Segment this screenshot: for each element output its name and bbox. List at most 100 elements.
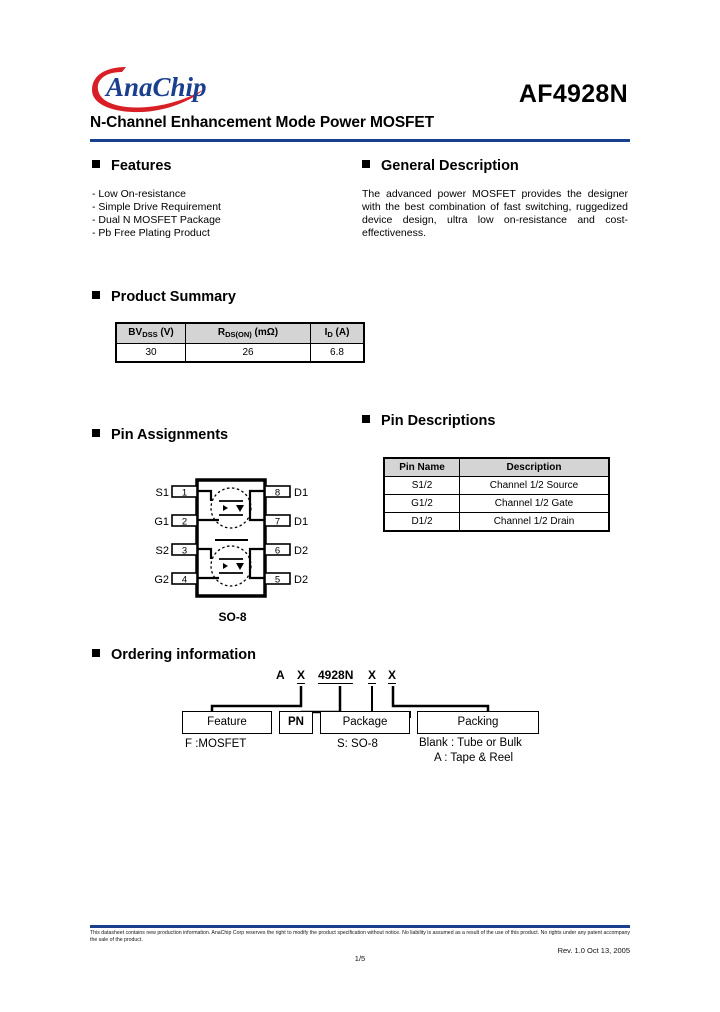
ordering-note-packing-2: A : Tape & Reel bbox=[434, 752, 514, 764]
ordering-note-feature: F :MOSFET bbox=[185, 738, 247, 750]
table-row: D1/2 Channel 1/2 Drain bbox=[383, 512, 610, 532]
page-number: 1/5 bbox=[354, 954, 366, 963]
pin-label-g1: G1 bbox=[154, 516, 169, 528]
ordering-note-package: S: SO-8 bbox=[337, 738, 378, 750]
part-number: AF4928N bbox=[518, 80, 628, 108]
list-item: - Dual N MOSFET Package bbox=[92, 214, 221, 227]
pin-number-2: 2 bbox=[182, 517, 187, 528]
cell-pin-desc: Channel 1/2 Drain bbox=[459, 512, 610, 532]
ordering-box-packing: Packing bbox=[417, 711, 539, 734]
bullet-icon bbox=[92, 429, 100, 437]
mosfet2-source-lead bbox=[197, 547, 213, 559]
bullet-icon bbox=[92, 291, 100, 299]
cell-pin-name: G1/2 bbox=[383, 494, 460, 513]
col2-unit: (A) bbox=[332, 327, 350, 338]
logo-wordmark: AnaChip bbox=[104, 72, 207, 102]
ordering-note-packing-1: Blank : Tube or Bulk bbox=[419, 737, 522, 749]
ordering-box-pn: PN bbox=[279, 711, 313, 734]
pin-assignments-heading: Pin Assignments bbox=[92, 427, 228, 443]
pin-label-d1-top: D1 bbox=[294, 487, 308, 499]
ordering-box-package: Package bbox=[320, 711, 410, 734]
cell-pin-name: S1/2 bbox=[383, 476, 460, 495]
pin-number-3: 3 bbox=[182, 546, 187, 557]
product-summary-table: BVDSS (V) RDS(ON) (mΩ) ID (A) 30 26 6.8 bbox=[115, 322, 365, 363]
mosfet1-arrow-right bbox=[236, 505, 244, 512]
column-header-pin-name: Pin Name bbox=[383, 457, 460, 477]
mosfet1-drain-lead bbox=[248, 489, 265, 522]
bullet-icon bbox=[92, 160, 100, 168]
page-subtitle: N-Channel Enhancement Mode Power MOSFET bbox=[90, 114, 435, 131]
mosfet2-drain-lead bbox=[248, 547, 265, 580]
pin-label-d2-bottom: D2 bbox=[294, 574, 308, 586]
ordering-box-feature: Feature bbox=[182, 711, 272, 734]
mosfet-symbol-circle-1 bbox=[210, 487, 252, 529]
bullet-icon bbox=[92, 649, 100, 657]
pin-descriptions-table: Pin Name Description S1/2 Channel 1/2 So… bbox=[383, 457, 610, 532]
col1-sub: DS(ON) bbox=[225, 330, 252, 339]
mosfet1-arrow-left bbox=[223, 505, 228, 511]
pin-number-8: 8 bbox=[275, 488, 280, 499]
list-item: - Pb Free Plating Product bbox=[92, 227, 210, 240]
col2-sub: D bbox=[327, 330, 333, 339]
cell-rdson-value: 26 bbox=[185, 343, 311, 363]
header-rule bbox=[90, 139, 630, 142]
features-heading: Features bbox=[92, 158, 171, 174]
general-description-heading-label: General Description bbox=[381, 158, 519, 174]
product-summary-heading: Product Summary bbox=[92, 289, 236, 305]
pin-label-d1-bottom: D1 bbox=[294, 516, 308, 528]
cell-bvdss-value: 30 bbox=[115, 343, 186, 363]
code-part-pn: 4928N bbox=[318, 668, 354, 684]
product-summary-heading-label: Product Summary bbox=[111, 289, 236, 305]
cell-id-value: 6.8 bbox=[310, 343, 365, 363]
code-part-package-x: X bbox=[368, 668, 377, 684]
pin-number-1: 1 bbox=[182, 488, 187, 499]
features-list: - Low On-resistance - Simple Drive Requi… bbox=[92, 188, 332, 240]
footer-rule bbox=[90, 925, 630, 928]
table-row: S1/2 Channel 1/2 Source bbox=[383, 476, 610, 495]
column-header-description: Description bbox=[459, 457, 610, 477]
table-row: G1/2 Channel 1/2 Gate bbox=[383, 494, 610, 513]
column-header-bvdss: BVDSS (V) bbox=[115, 322, 186, 344]
pin-label-s1: S1 bbox=[156, 487, 169, 499]
pin-descriptions-heading: Pin Descriptions bbox=[362, 413, 495, 429]
pin-label-g2: G2 bbox=[154, 574, 169, 586]
pin-descriptions-heading-label: Pin Descriptions bbox=[381, 413, 496, 429]
code-part-packing-x: X bbox=[388, 668, 397, 684]
column-header-rdson: RDS(ON) (mΩ) bbox=[185, 322, 311, 344]
logo-svg: AnaChip bbox=[92, 67, 207, 113]
general-description-heading: General Description bbox=[362, 158, 519, 174]
col1-unit: (mΩ) bbox=[251, 327, 279, 338]
column-header-id: ID (A) bbox=[310, 322, 365, 344]
ordering-code: A X 4928N X X bbox=[170, 668, 570, 688]
code-part-feature-x: X bbox=[297, 668, 306, 684]
pin-number-5: 5 bbox=[275, 575, 280, 586]
cell-pin-desc: Channel 1/2 Gate bbox=[459, 494, 610, 513]
list-item: - Simple Drive Requirement bbox=[92, 201, 221, 214]
ordering-information-heading: Ordering information bbox=[92, 647, 256, 663]
package-caption: SO-8 bbox=[218, 610, 247, 624]
pin-label-d2-top: D2 bbox=[294, 545, 308, 557]
pin-number-4: 4 bbox=[182, 575, 187, 586]
so8-package-diagram: 1 2 3 4 8 7 6 5 S1 G1 S2 G2 D1 D1 D2 D2 bbox=[154, 478, 308, 598]
footer-disclaimer: This datasheet contains new production i… bbox=[90, 930, 630, 943]
mosfet-symbol-circle-2 bbox=[210, 545, 252, 587]
pin-number-6: 6 bbox=[275, 546, 280, 557]
features-heading-label: Features bbox=[111, 158, 172, 174]
table-row: 30 26 6.8 bbox=[115, 343, 365, 363]
mosfet2-arrow-left bbox=[223, 563, 228, 569]
bullet-icon bbox=[362, 160, 370, 168]
col1-main: R bbox=[217, 327, 226, 338]
list-item: - Low On-resistance bbox=[92, 188, 186, 200]
mosfet2-arrow-right bbox=[236, 563, 244, 570]
anachip-logo: AnaChip bbox=[92, 63, 224, 113]
table-header-row: Pin Name Description bbox=[383, 457, 610, 477]
cell-pin-name: D1/2 bbox=[383, 512, 460, 532]
pin-assignments-heading-label: Pin Assignments bbox=[111, 427, 229, 443]
code-part-feature: A bbox=[276, 668, 285, 682]
pin-number-7: 7 bbox=[275, 517, 280, 528]
pin-label-s2: S2 bbox=[156, 545, 169, 557]
col2-main: I bbox=[324, 327, 328, 338]
ordering-information-heading-label: Ordering information bbox=[111, 647, 256, 663]
general-description-body: The advanced power MOSFET provides the d… bbox=[362, 188, 628, 240]
